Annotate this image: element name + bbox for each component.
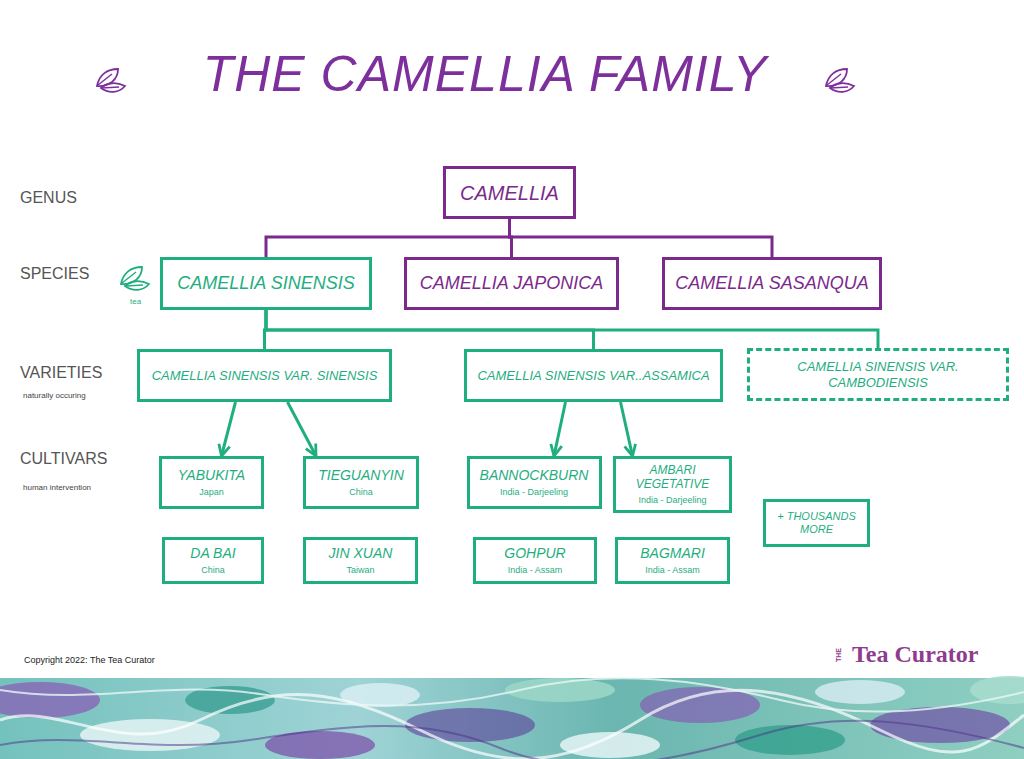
node-name: BANNOCKBURN — [480, 467, 589, 484]
leaf-icon — [121, 267, 149, 290]
cultivar-box: DA BAI China — [162, 537, 264, 584]
origin-note: Japan — [199, 487, 224, 498]
node-name: DA BAI — [190, 545, 235, 562]
origin-note: China — [201, 565, 225, 576]
genus-box: CAMELLIA — [443, 166, 576, 219]
variety-box: CAMELLIA SINENSIS VAR..ASSAMICA — [464, 349, 723, 402]
tree-connector — [510, 219, 773, 257]
more-box: + THOUSANDS MORE — [763, 499, 870, 547]
origin-note: Taiwan — [346, 565, 374, 576]
arrow-connector — [288, 402, 317, 456]
cultivar-box: GOHPUR India - Assam — [473, 537, 597, 584]
node-name: GOHPUR — [504, 545, 565, 562]
arrow-connector — [621, 402, 633, 456]
node-name: TIEGUANYIN — [318, 467, 404, 484]
species-box: CAMELLIA SASANQUA — [662, 257, 882, 310]
variety-box: CAMELLIA SINENSIS VAR. SINENSIS — [137, 349, 392, 402]
node-name: AMBARI VEGETATIVE — [624, 463, 721, 492]
origin-note: India - Assam — [645, 565, 700, 576]
tree-connector — [266, 310, 878, 348]
origin-note: India - Assam — [508, 565, 563, 576]
tree-connector — [266, 219, 510, 257]
cultivar-box: YABUKITA Japan — [159, 456, 264, 509]
species-box: CAMELLIA JAPONICA — [404, 257, 619, 310]
cultivar-box: BAGMARI India - Assam — [615, 537, 730, 584]
node-name: CAMELLIA — [460, 181, 559, 205]
node-name: YABUKITA — [178, 467, 245, 484]
species-box: CAMELLIA SINENSIS — [160, 257, 372, 310]
node-name: CAMELLIA SINENSIS VAR..ASSAMICA — [477, 368, 709, 384]
logo-prefix: THE — [835, 648, 843, 662]
origin-note: India - Darjeeling — [500, 487, 568, 498]
origin-note: India - Darjeeling — [638, 495, 706, 506]
node-name: + THOUSANDS MORE — [774, 510, 859, 536]
variety-box: CAMELLIA SINENSIS VAR. CAMBODIENSIS — [747, 348, 1009, 401]
cultivar-box: BANNOCKBURN India - Darjeeling — [467, 456, 602, 509]
row-label: CULTIVARS — [20, 450, 107, 468]
arrow-connector — [554, 402, 566, 456]
copyright-note: Copyright 2022: The Tea Curator — [24, 655, 155, 665]
cultivar-box: JIN XUAN Taiwan — [303, 537, 418, 584]
node-name: BAGMARI — [640, 545, 705, 562]
icon-caption: tea — [130, 297, 141, 306]
origin-note: China — [349, 487, 373, 498]
row-note: human intervention — [23, 483, 91, 492]
diagram-title: THE CAMELLIA FAMILY — [0, 46, 970, 104]
logo-text: Tea Curator — [852, 641, 978, 669]
node-name: JIN XUAN — [329, 545, 393, 562]
cultivar-box: TIEGUANYIN China — [303, 456, 419, 509]
row-note: naturally occuring — [23, 391, 86, 400]
row-label: SPECIES — [20, 265, 89, 283]
cultivar-box: AMBARI VEGETATIVE India - Darjeeling — [613, 456, 732, 513]
node-name: CAMELLIA SINENSIS VAR. CAMBODIENSIS — [758, 359, 998, 390]
leaf-icon — [97, 69, 125, 92]
arrow-connector — [222, 402, 236, 456]
row-label: GENUS — [20, 189, 77, 207]
marbled-band — [0, 676, 1024, 759]
node-name: CAMELLIA SINENSIS VAR. SINENSIS — [152, 368, 378, 384]
node-name: CAMELLIA JAPONICA — [420, 273, 603, 295]
node-name: CAMELLIA SINENSIS — [177, 273, 354, 295]
node-name: CAMELLIA SASANQUA — [675, 273, 868, 295]
row-label: VARIETIES — [20, 364, 102, 382]
leaf-icon — [826, 69, 854, 92]
